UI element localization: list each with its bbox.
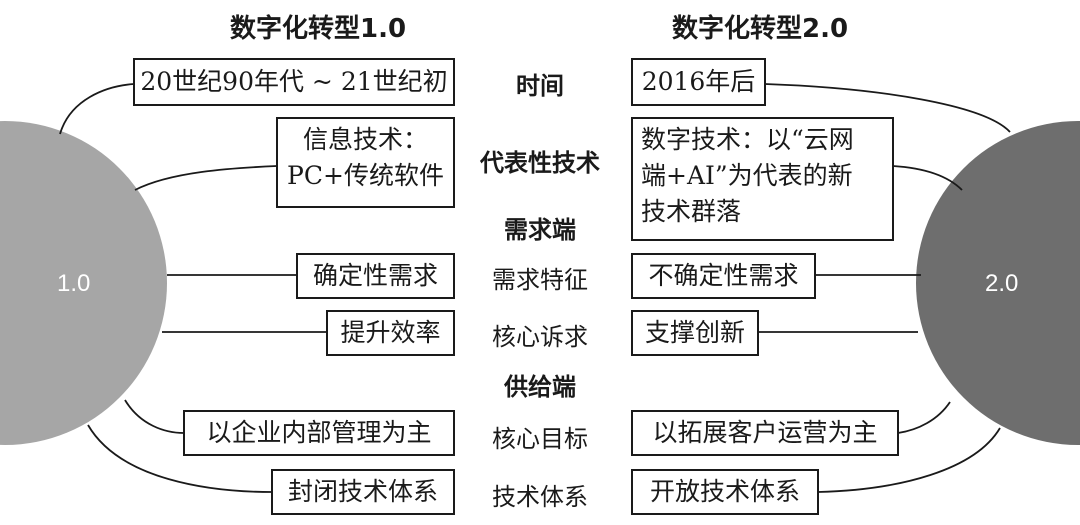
right-tech-box: 数字技术：以“云网 端+AI”为代表的新 技术群落 xyxy=(631,117,894,241)
connector-left-time xyxy=(59,83,135,135)
category-core-goal: 核心目标 xyxy=(492,425,588,453)
left-tech-box: 信息技术： PC+传统软件 xyxy=(276,117,455,208)
section-supply-side: 供给端 xyxy=(504,373,576,401)
left-demand-feature-box: 确定性需求 xyxy=(296,253,455,299)
left-circle xyxy=(0,121,167,445)
right-demand-feature-box: 不确定性需求 xyxy=(631,253,816,299)
connector-right-tech xyxy=(892,165,963,191)
right-time-box: 2016年后 xyxy=(631,58,766,106)
category-representative-tech: 代表性技术 xyxy=(480,149,600,177)
left-circle-label: 1.0 xyxy=(57,270,91,297)
section-demand-side: 需求端 xyxy=(504,216,576,244)
right-circle xyxy=(916,121,1080,445)
left-core-appeal-box: 提升效率 xyxy=(326,310,455,356)
category-time: 时间 xyxy=(516,72,564,100)
category-tech-system: 技术体系 xyxy=(492,483,588,511)
right-core-appeal-box: 支撑创新 xyxy=(631,310,759,356)
category-core-appeal: 核心诉求 xyxy=(492,323,588,351)
right-tech-system-box: 开放技术体系 xyxy=(631,469,819,515)
connector-left-tech xyxy=(134,165,278,191)
left-time-box: 20世纪90年代 ~ 21世纪初 xyxy=(133,58,455,106)
connector-left-tech-system xyxy=(87,424,273,493)
left-core-goal-box: 以企业内部管理为主 xyxy=(183,410,455,456)
right-circle-label: 2.0 xyxy=(985,270,1019,297)
connector-right-core-goal xyxy=(897,401,951,434)
left-title: 数字化转型1.0 xyxy=(230,14,407,44)
connector-left-core-goal xyxy=(124,399,185,434)
connector-right-tech-system xyxy=(817,427,1001,493)
category-demand-feature: 需求特征 xyxy=(492,266,588,294)
right-title: 数字化转型2.0 xyxy=(672,14,849,44)
right-core-goal-box: 以拓展客户运营为主 xyxy=(631,410,899,456)
connector-right-time xyxy=(764,83,1011,133)
left-tech-system-box: 封闭技术体系 xyxy=(271,469,455,515)
